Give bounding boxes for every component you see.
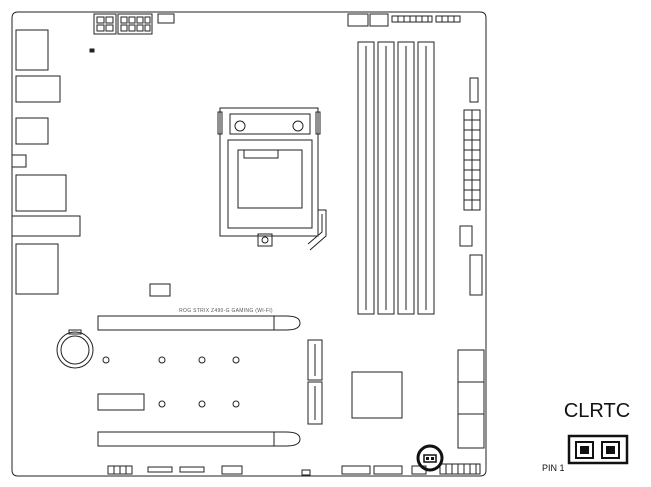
bottom-headers bbox=[107, 463, 481, 476]
pcie-x16-slot-bottom bbox=[97, 431, 301, 447]
board-silkscreen-label: ROG STRIX Z490-G GAMING (WI-FI) bbox=[179, 308, 273, 314]
cpu-power-connectors bbox=[93, 13, 175, 35]
pcie-x1-slot bbox=[97, 393, 145, 411]
top-right-headers bbox=[347, 13, 461, 27]
atx-power-connector bbox=[459, 77, 483, 296]
board-outline bbox=[11, 11, 487, 477]
clrtc-title: CLRTC bbox=[564, 400, 630, 422]
cpu-socket bbox=[217, 107, 327, 251]
small-header bbox=[149, 283, 171, 297]
dimm-slots bbox=[357, 41, 435, 315]
pcie-x16-slot-top bbox=[97, 315, 301, 331]
small-component bbox=[89, 48, 95, 53]
cmos-battery bbox=[56, 329, 94, 369]
chipset bbox=[351, 371, 403, 419]
clrtc-location-marker bbox=[416, 444, 444, 472]
m2-standoffs bbox=[102, 356, 240, 408]
rear-io-ports bbox=[11, 29, 81, 295]
m2-vertical-slots bbox=[307, 339, 323, 425]
clrtc-header-detail bbox=[567, 434, 629, 465]
sata-ports bbox=[457, 349, 485, 449]
pin-1-label: PIN 1 bbox=[542, 463, 565, 473]
